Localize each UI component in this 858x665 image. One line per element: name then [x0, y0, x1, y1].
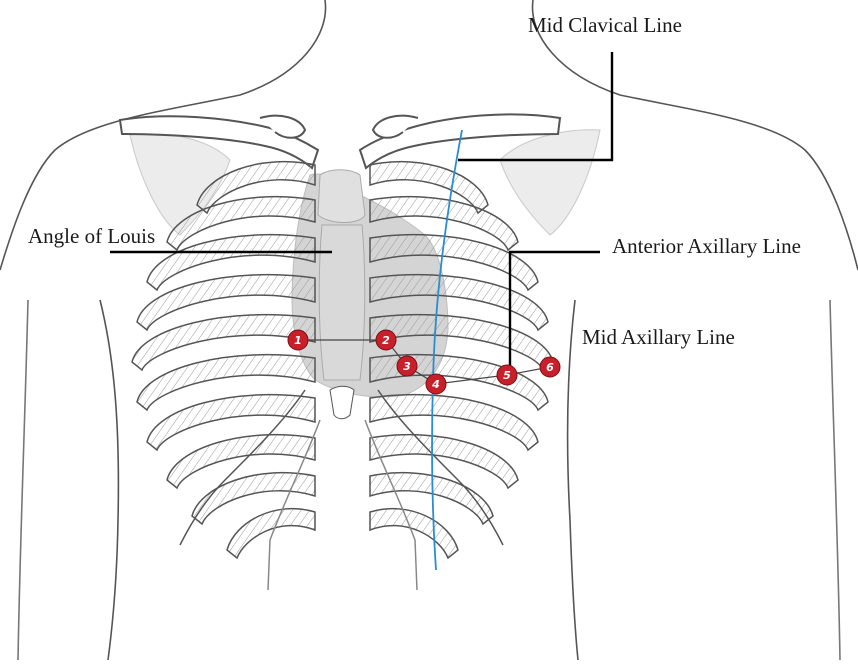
electrode-6: 6: [540, 357, 560, 377]
electrode-3: 3: [397, 356, 417, 376]
label-angle-of-louis: Angle of Louis: [28, 226, 155, 247]
electrode-number: 2: [382, 334, 390, 347]
label-mid-clavical-line: Mid Clavical Line: [528, 15, 682, 36]
left-rib: [227, 509, 315, 558]
electrode-number: 6: [546, 361, 554, 374]
electrode-2: 2: [376, 330, 396, 350]
label-mid-axillary-line: Mid Axillary Line: [582, 327, 735, 348]
electrode-4: 4: [426, 374, 446, 394]
electrode-number: 3: [403, 360, 411, 373]
label-anterior-axillary-line: Anterior Axillary Line: [612, 236, 801, 257]
right-rib: [370, 509, 458, 558]
electrode-number: 5: [503, 369, 511, 382]
electrode-5: 5: [497, 365, 517, 385]
electrode-number: 4: [431, 378, 440, 391]
electrode-1: 1: [288, 330, 308, 350]
electrode-number: 1: [294, 334, 302, 347]
